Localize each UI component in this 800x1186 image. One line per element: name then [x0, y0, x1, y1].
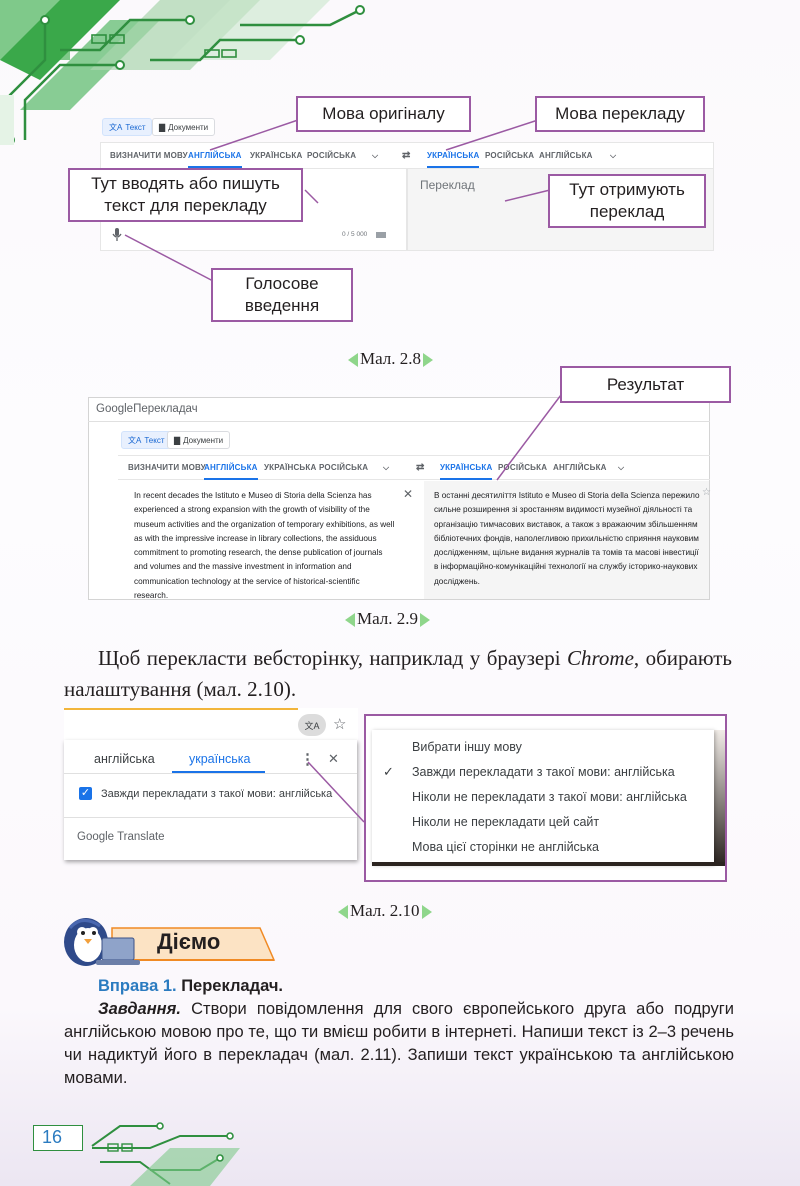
- callout-connector-result: [496, 382, 571, 481]
- microphone-icon[interactable]: [112, 228, 122, 241]
- body-paragraph: Щоб перекласти вебсторінку, наприклад у …: [64, 646, 732, 701]
- callout-input-area: Тут вводять або пишуть текст для перекла…: [68, 168, 303, 222]
- menu-item-not-english[interactable]: Мова цієї сторінки не англійська: [412, 840, 600, 854]
- caption-arrow-right-icon: [423, 353, 434, 368]
- menu-connector: [307, 761, 365, 823]
- tabs-divider: [64, 773, 357, 774]
- callout-voice-input: Голосове введення: [211, 268, 353, 322]
- caption-arrow-left-icon: [348, 353, 358, 368]
- language-tabbar: [100, 142, 714, 169]
- char-counter: 0 / 5 000: [342, 231, 368, 238]
- tab-ukrainian-source[interactable]: УКРАЇНСЬКА: [250, 151, 303, 160]
- menu-item-never-translate-language[interactable]: Ніколи не перекладати з такої мови: англ…: [412, 790, 687, 804]
- exercise-heading: Вправа 1. Перекладач.: [98, 977, 283, 995]
- callout-source-language: Мова оригіналу: [296, 96, 471, 132]
- close-icon[interactable]: ✕: [328, 751, 339, 766]
- tab-english-target[interactable]: АНГЛІЙСЬКА: [539, 151, 593, 160]
- menu-item-choose-language[interactable]: Вибрати іншу мову: [412, 740, 522, 754]
- always-translate-checkbox[interactable]: ✓: [79, 787, 92, 800]
- chevron-down-icon[interactable]: ⌵: [372, 151, 379, 160]
- caption-fig210: Мал. 2.10: [338, 901, 432, 921]
- documents-mode-chip[interactable]: ▇Документи: [167, 431, 231, 449]
- tab-ukrainian-target[interactable]: УКРАЇНСЬКА: [427, 151, 480, 168]
- tab-russian-source[interactable]: РОСІЙСЬКА: [307, 151, 357, 160]
- tab-detect-language[interactable]: ВИЗНАЧИТИ МОВУ: [110, 151, 188, 160]
- penguin-mascot-icon: [62, 912, 142, 970]
- tab-ukrainian[interactable]: українська: [189, 752, 251, 766]
- page-number: 16: [42, 1127, 63, 1147]
- google-translate-footer: Google Translate: [77, 831, 165, 843]
- tab-ukrainian-target[interactable]: УКРАЇНСЬКА: [440, 463, 493, 480]
- chevron-down-icon[interactable]: ⌵: [618, 463, 625, 472]
- callout-output-area: Тут отримують переклад: [548, 174, 706, 228]
- google-translate-logo: GoogleПерекладач: [96, 403, 198, 415]
- caption-arrow-right-icon: [420, 613, 431, 628]
- clear-text-icon[interactable]: ✕: [403, 487, 414, 501]
- page-number-box: [33, 1125, 83, 1151]
- caption-arrow-right-icon: [421, 905, 432, 920]
- callout-result: Результат: [560, 366, 731, 403]
- documents-mode-chip[interactable]: ▇Документи: [152, 118, 216, 136]
- translate-page-icon[interactable]: 文A: [298, 714, 326, 736]
- tab-detect-language[interactable]: ВИЗНАЧИТИ МОВУ: [128, 463, 206, 472]
- translate-icon: 文A: [128, 435, 142, 445]
- header-divider: [88, 421, 710, 422]
- caption-fig28: Мал. 2.8: [348, 349, 434, 369]
- circuit-decoration-top: [0, 0, 365, 145]
- menu-shadow-bottom: [372, 862, 725, 866]
- translate-bubble: [64, 740, 357, 860]
- chevron-down-icon[interactable]: ⌵: [383, 463, 390, 472]
- caption-arrow-left-icon: [345, 613, 355, 628]
- chevron-down-icon[interactable]: ⌵: [610, 151, 617, 160]
- translated-text: В останні десятиліття Istituto e Museo d…: [434, 491, 700, 586]
- output-placeholder: Переклад: [420, 178, 475, 192]
- task-text: Завдання. Створи повідомлення для свого …: [64, 1000, 734, 1087]
- menu-item-never-translate-site[interactable]: Ніколи не перекладати цей сайт: [412, 815, 600, 829]
- menu-item-always-translate[interactable]: Завжди перекладати з такої мови: англійс…: [412, 765, 675, 779]
- tab-english-target[interactable]: АНГЛІЙСЬКА: [553, 463, 607, 472]
- language-tabs-fig29: ВИЗНАЧИТИ МОВУ АНГЛІЙСЬКА УКРАЇНСЬКА РОС…: [118, 462, 710, 480]
- tab-ukrainian-underline: [172, 771, 265, 773]
- language-tabbar: [118, 455, 710, 480]
- tab-russian-target[interactable]: РОСІЙСЬКА: [498, 463, 548, 472]
- swap-languages-icon[interactable]: ⇄: [402, 150, 411, 161]
- keyboard-icon[interactable]: [376, 232, 386, 238]
- caption-arrow-left-icon: [338, 905, 348, 920]
- callout-connectors-fig28: [124, 119, 551, 283]
- tab-ukrainian-source[interactable]: УКРАЇНСЬКА: [264, 463, 317, 472]
- document-icon: ▇: [174, 435, 181, 445]
- caption-fig29: Мал. 2.9: [345, 609, 431, 629]
- tab-english-source[interactable]: АНГЛІЙСЬКА: [188, 151, 242, 168]
- swap-languages-icon[interactable]: ⇄: [416, 462, 425, 473]
- circuit-decoration-bottom: [91, 1122, 240, 1186]
- document-icon: ▇: [159, 122, 166, 132]
- callout-target-language: Мова перекладу: [535, 96, 705, 132]
- tab-english-source[interactable]: АНГЛІЙСЬКА: [204, 463, 258, 480]
- source-language-tabs: ВИЗНАЧИТИ МОВУ АНГЛІЙСЬКА УКРАЇНСЬКА РОС…: [100, 150, 714, 168]
- more-options-icon[interactable]: ⋮: [300, 751, 315, 768]
- address-bar-accent: [64, 708, 298, 710]
- section-title: Діємо: [157, 929, 221, 954]
- tab-english[interactable]: англійська: [94, 752, 155, 766]
- bubble-divider: [64, 817, 357, 818]
- bookmark-star-icon[interactable]: ☆: [333, 716, 347, 733]
- translation-output-area: [424, 481, 709, 599]
- translate-icon: 文A: [109, 122, 123, 132]
- star-icon[interactable]: ☆: [702, 487, 711, 498]
- source-text[interactable]: In recent decades the Istituto e Museo d…: [134, 491, 395, 601]
- tab-russian-target[interactable]: РОСІЙСЬКА: [485, 151, 535, 160]
- checkmark-icon: ✓: [383, 764, 394, 779]
- tab-russian-source[interactable]: РОСІЙСЬКА: [319, 463, 369, 472]
- checkbox-label: Завжди перекладати з такої мови: англійс…: [101, 788, 333, 800]
- options-menu: [372, 730, 714, 864]
- menu-background-strip: [713, 730, 725, 865]
